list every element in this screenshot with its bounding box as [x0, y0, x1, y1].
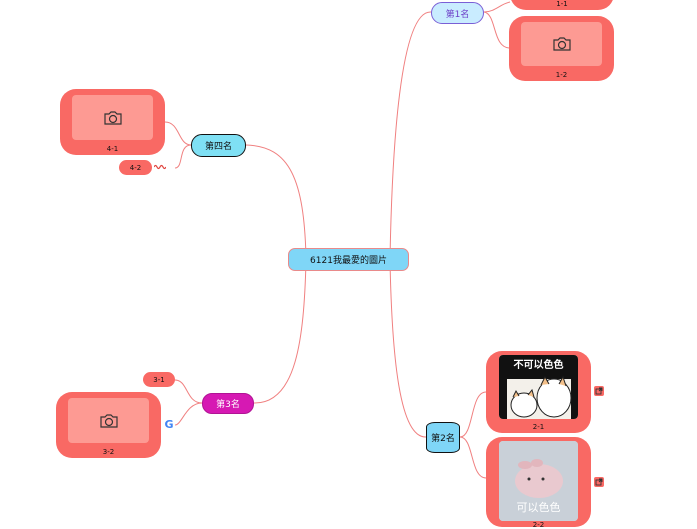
cats-illustration	[499, 355, 578, 419]
connector-first-1-2	[483, 11, 511, 49]
image-caption-1-1: 1-1	[556, 0, 568, 8]
connector-second-2-2	[459, 436, 487, 479]
external-link-button-2-2[interactable]	[594, 477, 604, 487]
external-link-button-2-1[interactable]	[594, 386, 604, 396]
topic-3-1[interactable]: 3-1	[143, 372, 175, 387]
connector-fourth-4-1	[164, 121, 192, 146]
connector-second-2-1	[459, 391, 487, 438]
attachment-squiggle-icon	[154, 164, 166, 170]
branch-second-label: 第2名	[431, 434, 455, 444]
image-photo-2-2: 可以色色	[499, 441, 578, 521]
branch-second[interactable]: 第2名	[426, 422, 460, 453]
branch-fourth[interactable]: 第四名	[191, 134, 246, 157]
image-card-1-2[interactable]: 1-2	[509, 16, 614, 81]
plush-photo	[499, 441, 578, 521]
branch-fourth-label: 第四名	[204, 142, 232, 152]
branch-first-label: 第1名	[445, 9, 470, 20]
connector-central-fourth	[245, 144, 307, 258]
branch-third[interactable]: 第3名	[202, 393, 254, 414]
branch-third-label: 第3名	[216, 400, 240, 410]
image-placeholder-3-2	[68, 398, 149, 443]
connector-third-3-1	[174, 379, 203, 404]
camera-icon	[103, 110, 122, 125]
connector-first-1-1	[483, 1, 511, 13]
image-card-2-2[interactable]: 可以色色 2-2	[486, 437, 591, 529]
connector-fourth-4-2	[174, 144, 192, 169]
connector-central-third	[253, 260, 307, 404]
image-overlay-text-2-2: 可以色色	[516, 501, 561, 514]
external-link-icon	[595, 387, 603, 395]
connector-third-3-2	[174, 402, 203, 426]
central-topic-label: 6121我最愛的圖片	[310, 256, 387, 266]
image-placeholder-1-2	[521, 22, 602, 66]
image-card-2-1[interactable]: 不可以色色 2-1	[486, 351, 591, 433]
camera-icon	[99, 413, 118, 428]
image-caption-4-1: 4-1	[106, 145, 119, 153]
google-icon[interactable]: G	[164, 418, 174, 431]
branch-first[interactable]: 第1名	[431, 2, 484, 24]
topic-3-1-label: 3-1	[153, 375, 165, 384]
central-topic[interactable]: 6121我最愛的圖片	[288, 248, 409, 271]
topic-4-2-label: 4-2	[129, 163, 142, 172]
image-card-1-1[interactable]: 1-1	[510, 0, 614, 10]
external-link-icon	[595, 478, 603, 486]
image-card-4-1[interactable]: 4-1	[60, 89, 165, 155]
image-card-3-2[interactable]: 3-2	[56, 392, 161, 458]
image-caption-1-2: 1-2	[555, 71, 568, 79]
connector-central-first	[389, 11, 432, 260]
image-placeholder-4-1	[72, 95, 153, 140]
image-caption-2-2: 2-2	[532, 521, 545, 529]
topic-4-2[interactable]: 4-2	[119, 160, 152, 175]
camera-icon	[552, 37, 571, 51]
image-caption-3-2: 3-2	[102, 448, 115, 456]
image-overlay-text-2-1: 不可以色色	[513, 360, 564, 371]
image-cats-2-1: 不可以色色	[499, 355, 578, 419]
connector-central-second	[389, 260, 427, 438]
image-caption-2-1: 2-1	[532, 423, 545, 431]
